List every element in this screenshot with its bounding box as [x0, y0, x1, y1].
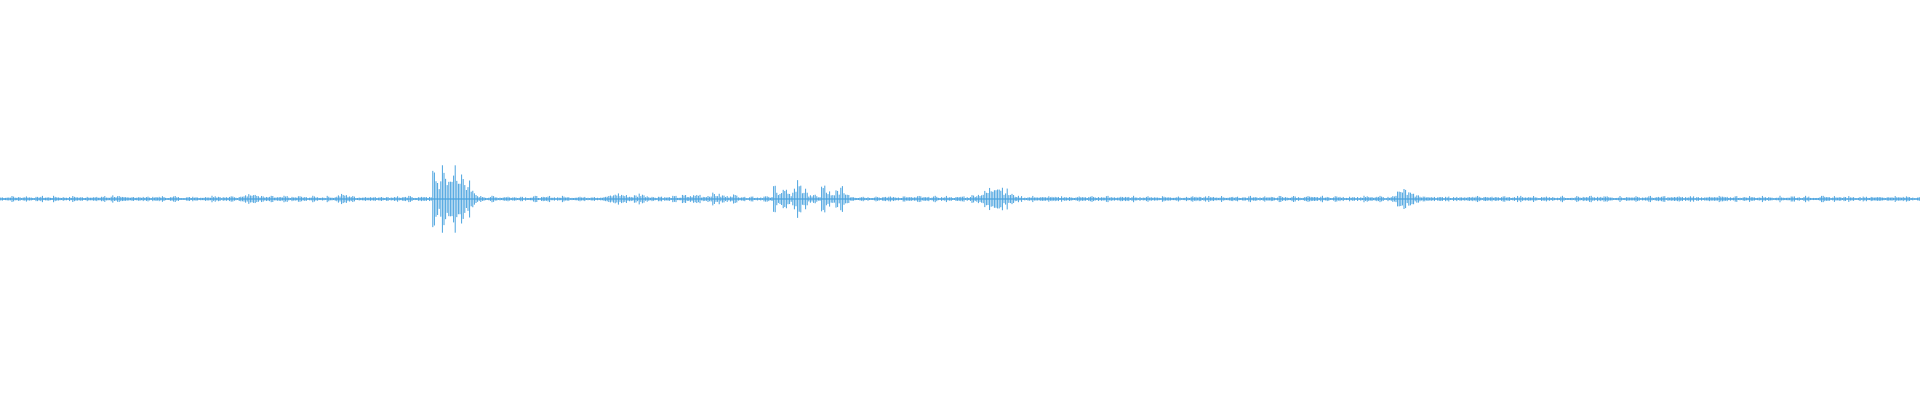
waveform-samples — [0, 165, 1920, 233]
